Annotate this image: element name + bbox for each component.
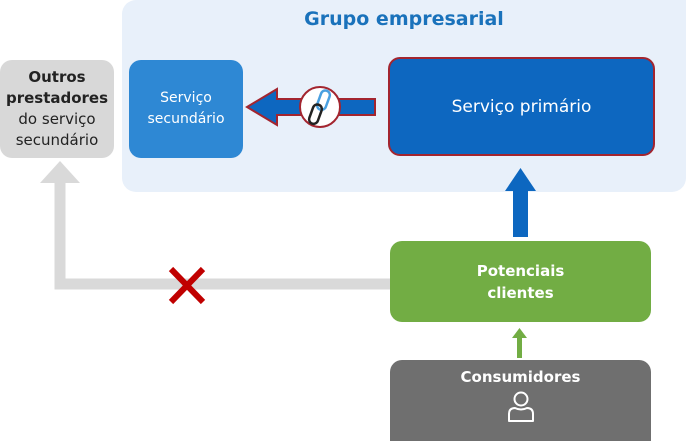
secondary-service-line2: secundário <box>147 111 225 127</box>
potential-clients-line2: clientes <box>487 283 554 302</box>
node-consumers: Consumidores <box>390 360 651 441</box>
group-title: Grupo empresarial <box>304 8 504 30</box>
potential-clients-line1: Potenciais <box>476 261 565 280</box>
node-primary-service: Serviço primário <box>388 57 655 156</box>
person-icon <box>507 391 534 422</box>
red-x-icon <box>168 266 206 305</box>
node-other-providers: Outros prestadores do serviço secundário <box>0 60 114 158</box>
other-providers-line2: prestadores <box>5 89 109 107</box>
arrow-clients-to-primary <box>505 168 536 237</box>
other-providers-line3: do serviço <box>18 110 96 128</box>
secondary-service-line1: Serviço <box>160 90 212 106</box>
consumers-label: Consumidores <box>460 368 581 386</box>
arrow-consumers-to-clients <box>512 328 527 358</box>
node-secondary-service: Serviço secundário <box>129 60 243 158</box>
other-providers-line4: secundário <box>15 131 99 149</box>
other-providers-line1: Outros <box>28 68 86 86</box>
blocked-arrow-to-other-providers <box>40 161 390 290</box>
primary-service-label: Serviço primário <box>451 96 592 117</box>
node-potential-clients: Potenciais clientes <box>390 241 651 322</box>
chain-link-icon <box>299 86 341 128</box>
